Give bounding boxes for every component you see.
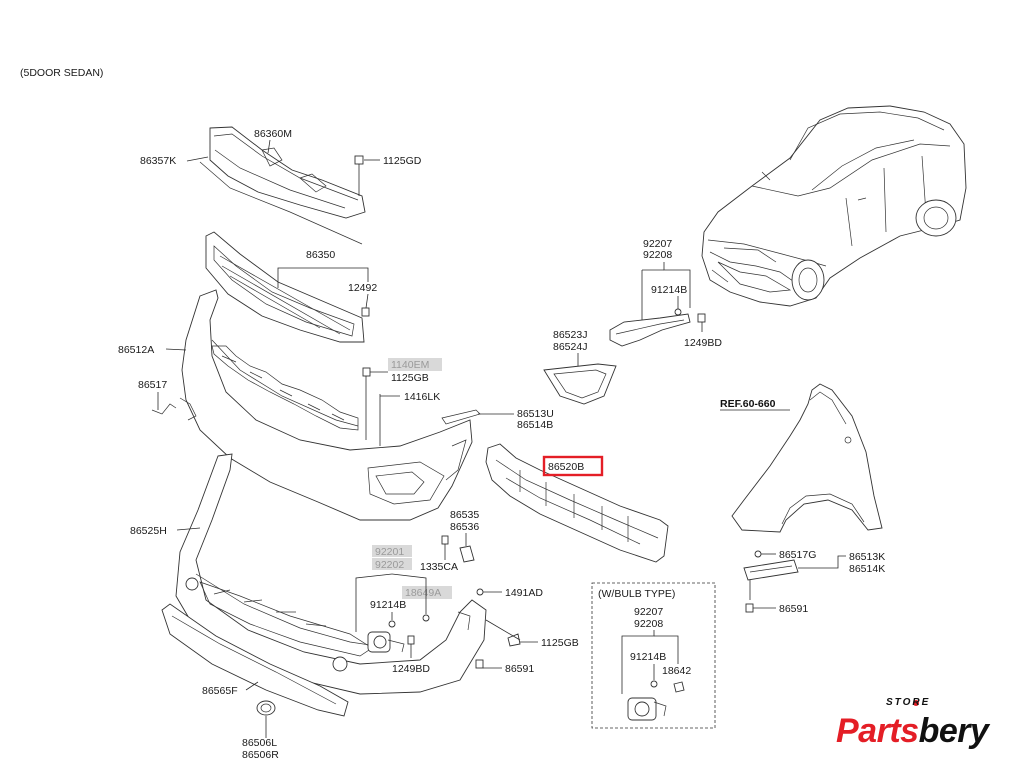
- label-86513K[interactable]: 86513K: [849, 551, 885, 563]
- brand-dot: [913, 700, 919, 706]
- label-86523J[interactable]: 86523J: [553, 329, 587, 341]
- highlight-86520B[interactable]: [542, 455, 604, 477]
- label-86517[interactable]: 86517: [138, 379, 167, 391]
- upper-grille-garnish[interactable]: [199, 126, 366, 245]
- brand-logo[interactable]: Partsbery: [836, 712, 989, 751]
- label-92208-upper[interactable]: 92208: [643, 249, 672, 261]
- vehicle-illustration: [701, 105, 967, 307]
- label-1416LK[interactable]: 1416LK: [404, 391, 440, 403]
- label-92208-box[interactable]: 92208: [634, 618, 663, 630]
- label-1249BD-lower[interactable]: 1249BD: [392, 663, 430, 675]
- bulb-91214B-box[interactable]: [650, 680, 658, 688]
- clip-86517G[interactable]: [754, 550, 762, 558]
- label-91214B-upper[interactable]: 91214B: [651, 284, 687, 296]
- ref-label[interactable]: REF.60-660: [720, 398, 776, 410]
- label-1335CA[interactable]: 1335CA: [420, 561, 458, 573]
- brand-name-part1: Parts: [836, 712, 919, 750]
- clip-1335CA[interactable]: [441, 535, 449, 545]
- drl-lamp-assembly[interactable]: [609, 308, 691, 347]
- label-86512A[interactable]: 86512A: [118, 344, 154, 356]
- fog-lamp-assembly[interactable]: [367, 631, 405, 653]
- label-bg-1140EM: [388, 358, 442, 371]
- bulb-91214B-lower[interactable]: [388, 620, 396, 628]
- label-86525H[interactable]: 86525H: [130, 525, 167, 537]
- bolt-1125GB-upper[interactable]: [362, 367, 371, 377]
- bulb-18642[interactable]: [673, 681, 685, 693]
- label-86357K[interactable]: 86357K: [140, 155, 176, 167]
- clip-12492[interactable]: [361, 307, 370, 317]
- bolt-1125GD[interactable]: [354, 155, 364, 196]
- fog-lamp-bulb-type[interactable]: [627, 697, 667, 721]
- bracket-86517[interactable]: [151, 403, 177, 415]
- label-86536[interactable]: 86536: [450, 521, 479, 533]
- bolt-86591-side[interactable]: [745, 603, 754, 613]
- label-86520B[interactable]: 86520B: [548, 461, 584, 473]
- label-bg-92202: [372, 558, 412, 570]
- label-86360M[interactable]: 86360M: [254, 128, 292, 140]
- bolt-1249BD-lower[interactable]: [407, 635, 415, 645]
- label-1249BD-upper[interactable]: 1249BD: [684, 337, 722, 349]
- label-18642[interactable]: 18642: [662, 665, 691, 677]
- label-86524J[interactable]: 86524J: [553, 341, 587, 353]
- label-92207-box[interactable]: 92207: [634, 606, 663, 618]
- label-86514B[interactable]: 86514B: [517, 419, 553, 431]
- label-1125GB-upper[interactable]: 1125GB: [391, 372, 429, 384]
- front-bumper-cover[interactable]: [181, 289, 473, 521]
- front-fender[interactable]: [731, 383, 883, 533]
- bolt-1249BD-upper[interactable]: [697, 313, 706, 323]
- brand-name-part2: bery: [918, 712, 989, 750]
- bracket-86513K[interactable]: [743, 559, 799, 581]
- label-18649A[interactable]: 18649A: [405, 587, 441, 599]
- front-lip-spoiler[interactable]: [161, 603, 349, 717]
- label-bg-18649A: [402, 586, 452, 599]
- label-92201[interactable]: 92201: [375, 546, 404, 558]
- label-1140EM[interactable]: 1140EM: [391, 359, 429, 371]
- bolt-86591-lower[interactable]: [475, 659, 484, 669]
- bracket-86513U[interactable]: [441, 409, 481, 425]
- bracket-86535[interactable]: [459, 545, 475, 563]
- label-12492[interactable]: 12492: [348, 282, 377, 294]
- label-92207-upper[interactable]: 92207: [643, 238, 672, 250]
- label-91214B-box[interactable]: 91214B: [630, 651, 666, 663]
- label-86591-lower[interactable]: 86591: [505, 663, 534, 675]
- label-86565F[interactable]: 86565F: [202, 685, 238, 697]
- brand-store-text: STORE: [886, 697, 931, 708]
- label-92202[interactable]: 92202: [375, 559, 404, 571]
- label-86514K[interactable]: 86514K: [849, 563, 885, 575]
- bulb-18649A[interactable]: [422, 614, 430, 622]
- label-86513U[interactable]: 86513U: [517, 408, 554, 420]
- radiator-grille[interactable]: [205, 231, 365, 343]
- bolt-1125GB-lower[interactable]: [507, 633, 521, 647]
- tow-hook-cap[interactable]: [256, 700, 276, 716]
- label-91214B-lower[interactable]: 91214B: [370, 599, 406, 611]
- label-1125GB-lower[interactable]: 1125GB: [541, 637, 579, 649]
- label-86506R[interactable]: 86506R: [242, 749, 279, 761]
- label-86350[interactable]: 86350: [306, 249, 335, 261]
- label-bg-92201: [372, 545, 412, 557]
- label-86591-side[interactable]: 86591: [779, 603, 808, 615]
- label-86506L[interactable]: 86506L: [242, 737, 277, 749]
- label-86517G[interactable]: 86517G: [779, 549, 816, 561]
- label-86535[interactable]: 86535: [450, 509, 479, 521]
- energy-absorber[interactable]: [485, 443, 669, 563]
- label-1491AD[interactable]: 1491AD: [505, 587, 543, 599]
- clip-1491AD[interactable]: [476, 588, 484, 596]
- fog-lamp-cover[interactable]: [543, 363, 617, 405]
- label-1125GD[interactable]: 1125GD: [383, 155, 422, 167]
- variant-note: (5DOOR SEDAN): [20, 67, 103, 79]
- bulb-type-box: [591, 582, 716, 729]
- bulb-box-title: (W/BULB TYPE): [598, 588, 675, 600]
